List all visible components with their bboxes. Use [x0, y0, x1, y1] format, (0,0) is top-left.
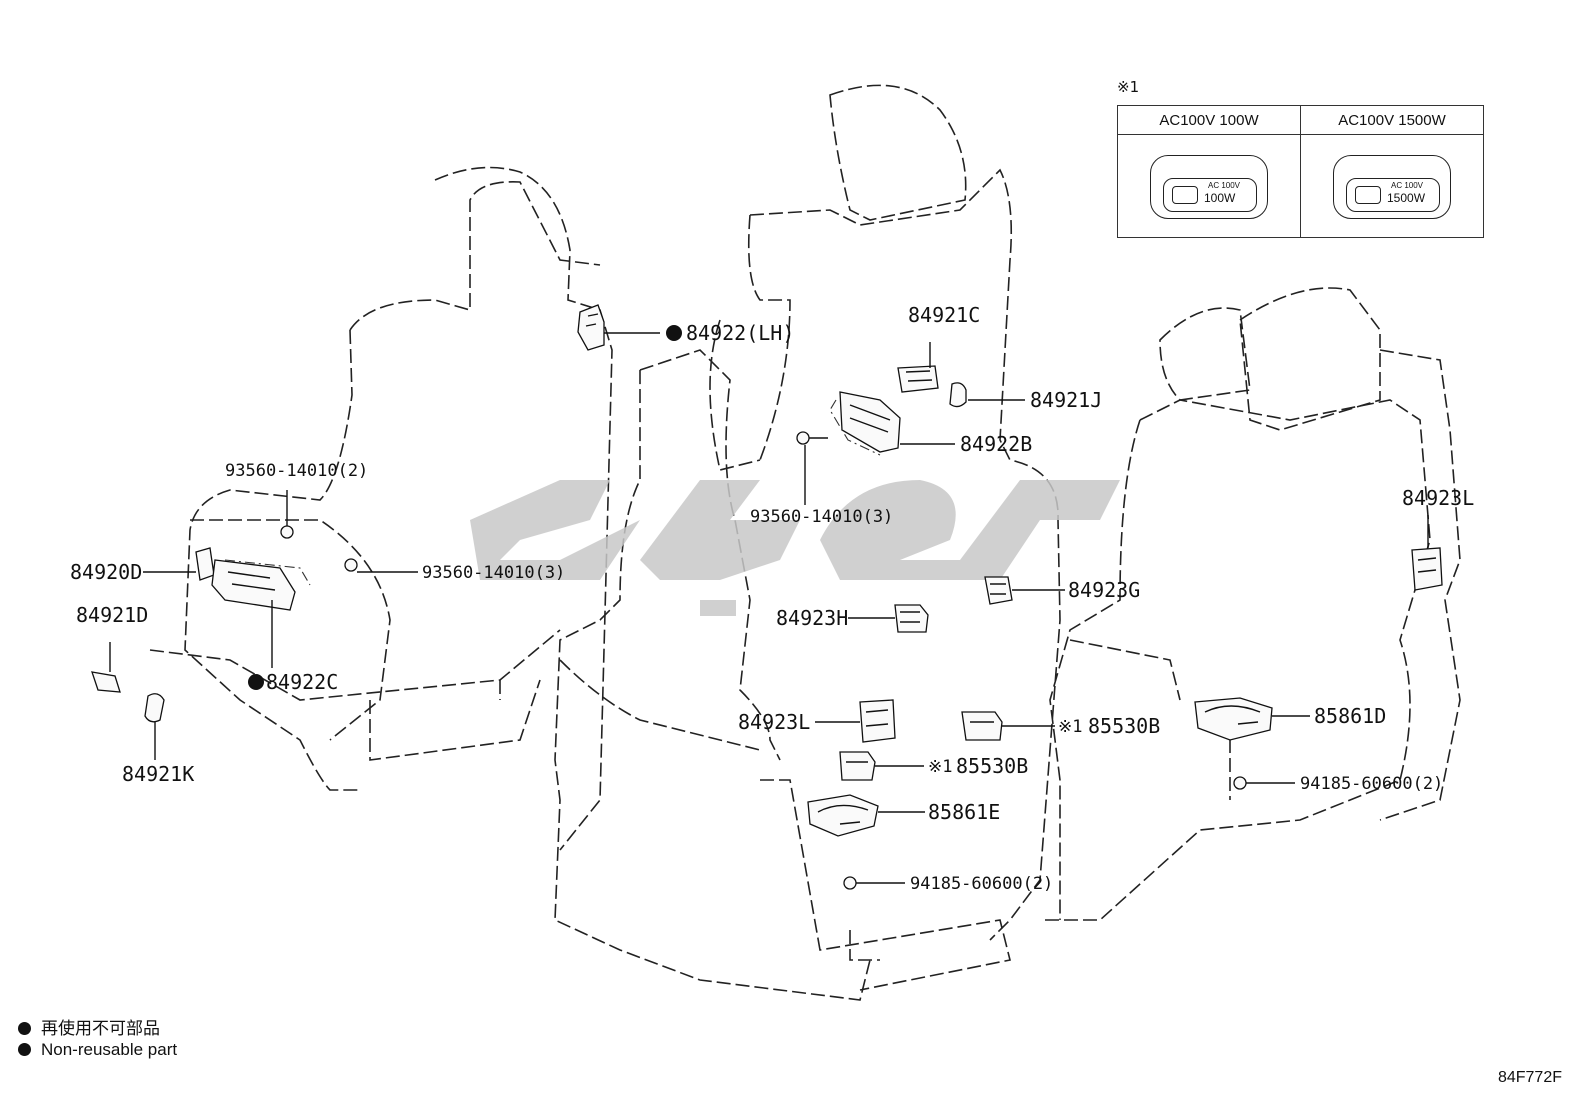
part-85530b-outlet-b: [839, 751, 876, 781]
label-84922b: 84922B: [960, 432, 1032, 456]
part-85861d-cover: [1194, 697, 1273, 741]
label-94185-60600-right: 94185-60600(2): [1300, 774, 1443, 794]
label-84921k: 84921K: [122, 762, 194, 786]
part-85861e-cover: [807, 794, 879, 837]
outlet-1500w-illustration: AC 100V 1500W: [1333, 155, 1451, 219]
outlet-100w-illustration: AC 100V 100W: [1150, 155, 1268, 219]
label-84922-lh: 84922(LH): [686, 321, 794, 345]
part-93560-screw-left-top: [280, 520, 294, 539]
label-84921d: 84921D: [76, 603, 148, 627]
label-85861e: 85861E: [928, 800, 1000, 824]
part-84922-lh-bracket: [577, 304, 605, 351]
label-85530b-b: 85530B: [956, 754, 1028, 778]
part-93560-screw-left-right: [344, 558, 358, 572]
diagram-code: 84F772F: [1497, 1069, 1562, 1086]
label-84922c: 84922C: [266, 670, 338, 694]
label-93560-14010-2: 93560-14010(2): [225, 461, 368, 481]
part-85530b-outlet-a: [961, 711, 1003, 741]
legend-jp: 再使用不可部品: [18, 1014, 160, 1039]
part-94185-nut-right: [1233, 776, 1247, 790]
legend-jp-text: 再使用不可部品: [41, 1019, 160, 1038]
label-84923h: 84923H: [776, 606, 848, 630]
right-seat-outline: [1040, 287, 1461, 921]
label-84921c: 84921C: [908, 303, 980, 327]
bullet-icon: [18, 1022, 31, 1035]
part-84921d-cover: [91, 671, 121, 693]
label-84923g: 84923G: [1068, 578, 1140, 602]
variant-header-1500w: AC100V 1500W: [1300, 105, 1484, 135]
part-84921k-knob: [144, 693, 165, 723]
variant-header-100w: AC100V 100W: [1117, 105, 1301, 135]
label-84923l-mid: 84923L: [738, 710, 810, 734]
part-84923g-switch: [984, 576, 1013, 605]
label-84920d: 84920D: [70, 560, 142, 584]
outlet-variant-table: AC100V 100W AC100V 1500W AC 100V 100W AC…: [1117, 105, 1484, 238]
label-93560-14010-3-mid: 93560-14010(3): [750, 507, 893, 527]
label-85530b-a: 85530B: [1088, 714, 1160, 738]
left-seat-outline: [149, 166, 613, 851]
ref-mark-a: ※1: [1058, 717, 1082, 737]
part-93560-screw-mid: [796, 431, 828, 445]
outlet-rating-text: AC 100V: [1208, 181, 1241, 190]
bullet-icon: [18, 1043, 31, 1056]
part-84922b-switch-unit: [829, 391, 901, 456]
plug-icon: [1355, 186, 1381, 204]
part-84923h-switch: [894, 604, 929, 633]
label-93560-14010-3-left: 93560-14010(3): [422, 563, 565, 583]
part-84923l-right-switch: [1411, 547, 1443, 591]
label-94185-60600-mid: 94185-60600(2): [910, 874, 1053, 894]
label-84923l-right: 84923L: [1402, 486, 1474, 510]
label-84921j: 84921J: [1030, 388, 1102, 412]
part-84923l-mid-switch: [859, 699, 896, 743]
legend-en: Non-reusable part: [18, 1040, 177, 1060]
watermark: [470, 480, 1120, 616]
legend-en-text: Non-reusable part: [41, 1040, 178, 1059]
label-85861d: 85861D: [1314, 704, 1386, 728]
middle-seat-outline: [554, 84, 1061, 1001]
non-reusable-marker-c: [248, 674, 264, 690]
part-84921j-knob: [949, 382, 967, 408]
outlet-wattage-text: 1500W: [1387, 191, 1426, 205]
variant-image-100w: AC 100V 100W: [1117, 134, 1301, 238]
leader-lines: [109, 332, 1429, 884]
outlet-rating-text: AC 100V: [1391, 181, 1424, 190]
part-84921c-switch: [897, 365, 939, 393]
inset-reference-mark: ※1: [1117, 78, 1140, 96]
part-84920d-left-switch: [195, 547, 311, 611]
ref-mark-b: ※1: [928, 757, 952, 777]
non-reusable-marker-lh: [666, 325, 682, 341]
variant-image-1500w: AC 100V 1500W: [1300, 134, 1484, 238]
part-94185-nut-mid: [843, 876, 857, 890]
plug-icon: [1172, 186, 1198, 204]
outlet-wattage-text: 100W: [1204, 191, 1236, 205]
